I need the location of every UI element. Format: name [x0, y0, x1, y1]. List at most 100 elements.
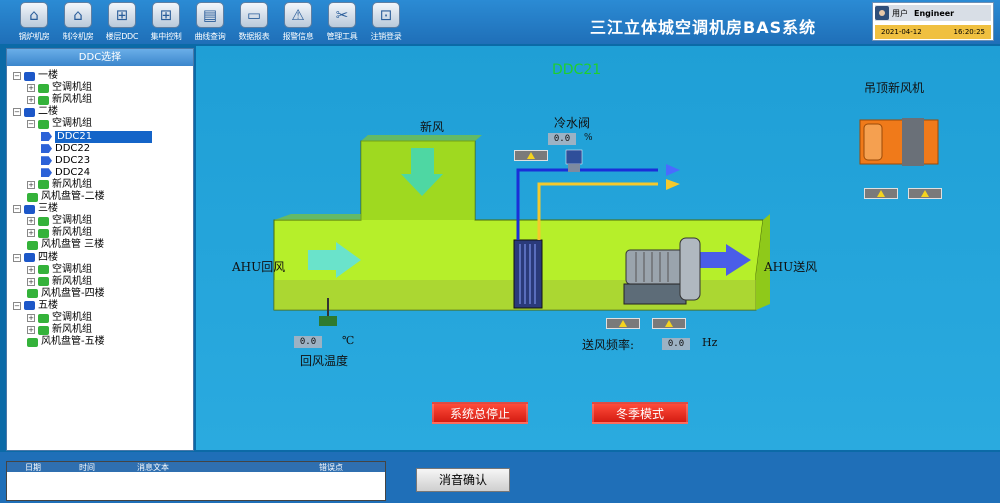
- tree-item[interactable]: 风机盘管-五楼: [27, 336, 105, 348]
- tree-item[interactable]: DDC22: [41, 143, 90, 155]
- system-stop-button[interactable]: 系统总停止: [432, 402, 528, 424]
- mute-confirm-button[interactable]: 消音确认: [416, 468, 510, 492]
- nav-label: 报警信息: [282, 32, 314, 41]
- return-air-arrow-icon: [308, 242, 361, 278]
- coil-fins: [519, 244, 536, 304]
- tree-item[interactable]: DDC24: [41, 167, 90, 179]
- tree-item[interactable]: + 新风机组: [27, 276, 92, 288]
- nav-button-2[interactable]: ⊞楼层DDC: [100, 2, 144, 42]
- tree-item[interactable]: −四楼: [13, 252, 58, 264]
- fresh-air-label: 新风: [420, 120, 445, 134]
- app-title: 三江立体城空调机房BAS系统: [590, 18, 817, 37]
- user-row: 用户 Engineer: [875, 5, 991, 21]
- ddc-node-icon: [41, 156, 52, 166]
- nav-label: 注销登录: [370, 32, 402, 41]
- valve-alarm-indicator: [514, 150, 548, 161]
- expand-icon[interactable]: +: [27, 180, 35, 189]
- tree-item[interactable]: +空调机组: [27, 215, 92, 227]
- network-icon: ⊞: [108, 2, 136, 28]
- tree-item[interactable]: +新风机组: [27, 324, 92, 336]
- unit-node-icon: [27, 192, 38, 202]
- collapse-icon[interactable]: −: [13, 253, 21, 262]
- tree-item[interactable]: + 空调机组: [27, 82, 92, 94]
- tree-item[interactable]: + 空调机组: [27, 264, 92, 276]
- tree-item-label: 新风机组: [52, 227, 92, 239]
- nav-button-3[interactable]: ⊞集中控制: [144, 2, 188, 42]
- expand-icon[interactable]: +: [27, 84, 35, 93]
- nav-button-0[interactable]: ⌂锅炉机房: [12, 2, 56, 42]
- tree-item[interactable]: 风机盘管-四楼: [27, 288, 105, 300]
- tree-item[interactable]: −五楼: [13, 300, 58, 312]
- tree-item[interactable]: −二楼: [13, 106, 58, 118]
- nav-button-8[interactable]: ⊡注销登录: [364, 2, 408, 42]
- collapse-icon[interactable]: −: [13, 301, 21, 310]
- return-temp-unit: ℃: [342, 334, 355, 347]
- nav-button-1[interactable]: ⌂制冷机房: [56, 2, 100, 42]
- nav-button-5[interactable]: ▭数据报表: [232, 2, 276, 42]
- chilled-water-return-pipe: [537, 182, 658, 240]
- tree-item[interactable]: + 新风机组: [27, 227, 92, 239]
- ceiling-fan-label: 吊顶新风机: [864, 81, 925, 95]
- nav-button-6[interactable]: ⚠报警信息: [276, 2, 320, 42]
- expand-icon[interactable]: +: [27, 314, 35, 322]
- tree-item[interactable]: 风机盘管-二楼: [27, 191, 105, 203]
- warning-icon: [877, 190, 885, 197]
- expand-icon[interactable]: +: [27, 217, 35, 226]
- warning-icon: [527, 152, 535, 159]
- expand-icon[interactable]: +: [27, 229, 35, 238]
- nav-button-7[interactable]: ✂管理工具: [320, 2, 364, 42]
- user-name: Engineer: [914, 8, 955, 18]
- tree-item-label: DDC23: [55, 154, 91, 166]
- nav-button-4[interactable]: ▤曲线查询: [188, 2, 232, 42]
- tree-item[interactable]: 风机盘管 三楼: [27, 239, 104, 251]
- tree-item-label: 新风机组: [52, 275, 92, 287]
- ceiling-fan-alarm-1: [864, 188, 898, 199]
- fan-base: [623, 283, 687, 305]
- tree-item-label: 三楼: [38, 203, 58, 215]
- user-panel: 用户 Engineer 2021-04-12 16:20:25: [872, 2, 994, 41]
- tree-item[interactable]: −空调机组: [27, 118, 92, 130]
- return-temp-sensor: [319, 316, 337, 326]
- collapse-icon[interactable]: −: [13, 72, 21, 80]
- datetime-row: 2021-04-12 16:20:25: [875, 25, 991, 39]
- tree-item[interactable]: +空调机组: [27, 312, 92, 324]
- tree-item[interactable]: − 三楼: [13, 203, 58, 215]
- alarm-col-errorpoint: 错误点: [319, 463, 343, 472]
- current-time: 16:20:25: [953, 28, 985, 36]
- expand-icon[interactable]: +: [27, 96, 35, 105]
- tree-item-label: 空调机组: [52, 263, 92, 275]
- unit-node-icon: [38, 277, 49, 287]
- expand-icon[interactable]: +: [27, 277, 35, 286]
- pipe-arrow-blue-icon: [666, 164, 680, 176]
- alarm-col-date: 日期: [25, 463, 41, 472]
- floor-node-icon: [24, 107, 35, 117]
- collapse-icon[interactable]: −: [13, 205, 21, 214]
- supply-freq-label: 送风频率:: [582, 338, 635, 352]
- ddc-node-icon: [41, 168, 52, 178]
- nav-label: 锅炉机房: [18, 32, 50, 41]
- tree-item[interactable]: DDC23: [41, 155, 90, 167]
- alarm-table[interactable]: 日期 时间 消息文本 错误点: [6, 461, 386, 501]
- home-icon: ⌂: [64, 2, 92, 28]
- unit-node-icon: [27, 289, 38, 299]
- supply-air-label: AHU送风: [764, 260, 818, 274]
- collapse-icon[interactable]: −: [27, 120, 35, 129]
- tree-item[interactable]: +新风机组: [27, 179, 92, 191]
- expand-icon[interactable]: +: [27, 265, 35, 274]
- expand-icon[interactable]: +: [27, 326, 35, 335]
- tree-item-label: 空调机组: [52, 82, 92, 94]
- unit-node-icon: [38, 265, 49, 275]
- unit-node-icon: [38, 119, 49, 129]
- supply-air-arrow-icon: [698, 244, 751, 276]
- alarm-col-message: 消息文本: [137, 463, 169, 472]
- fan-alarm-indicator-1: [606, 318, 640, 329]
- collapse-icon[interactable]: −: [13, 108, 21, 117]
- tree-item[interactable]: +新风机组: [27, 94, 92, 106]
- winter-mode-button[interactable]: 冬季模式: [592, 402, 688, 424]
- tree-item[interactable]: DDC21: [41, 130, 153, 143]
- tree-item[interactable]: −一楼: [13, 70, 58, 82]
- warning-icon: [619, 320, 627, 327]
- floor-node-icon: [24, 71, 35, 81]
- warning-icon: [665, 320, 673, 327]
